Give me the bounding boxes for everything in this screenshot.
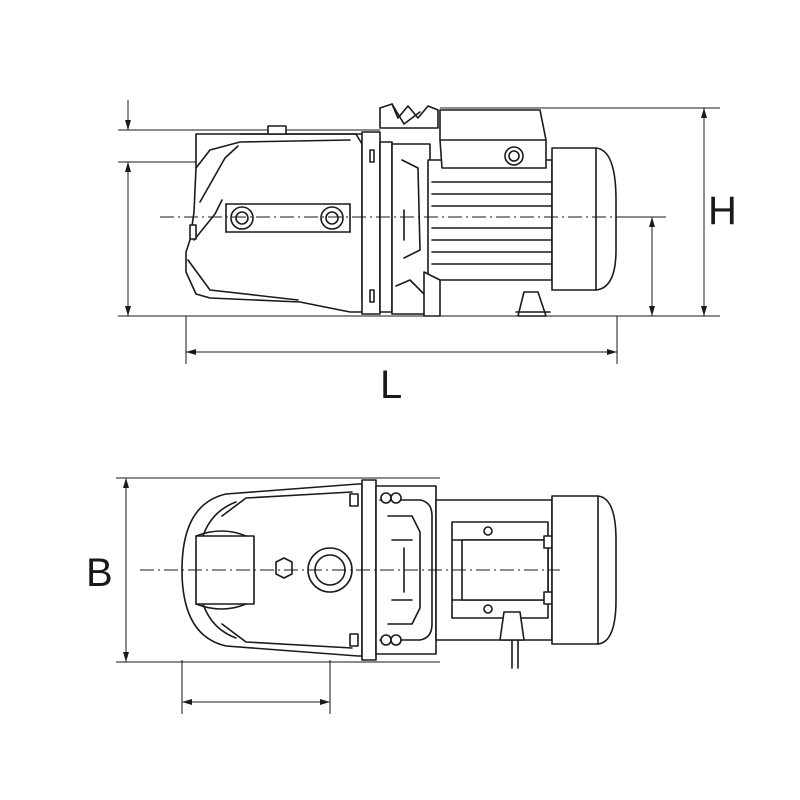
length-label: L (380, 363, 402, 407)
length-dimension: L (186, 349, 617, 407)
side-flange (361, 103, 439, 315)
top-view: B (86, 477, 617, 714)
width-label: B (86, 551, 113, 595)
side-motor (423, 109, 617, 317)
side-view: H L (118, 100, 737, 407)
top-inlet-offset-dimension (182, 699, 330, 705)
side-pump-housing (185, 125, 367, 313)
height-dimension: H (701, 108, 737, 316)
height-label: H (708, 189, 737, 233)
top-motor (435, 495, 617, 669)
top-extension-lines (116, 477, 440, 714)
side-center-height-dimension (649, 217, 655, 316)
side-left-dimensions (125, 100, 131, 316)
width-dimension: B (86, 478, 129, 662)
